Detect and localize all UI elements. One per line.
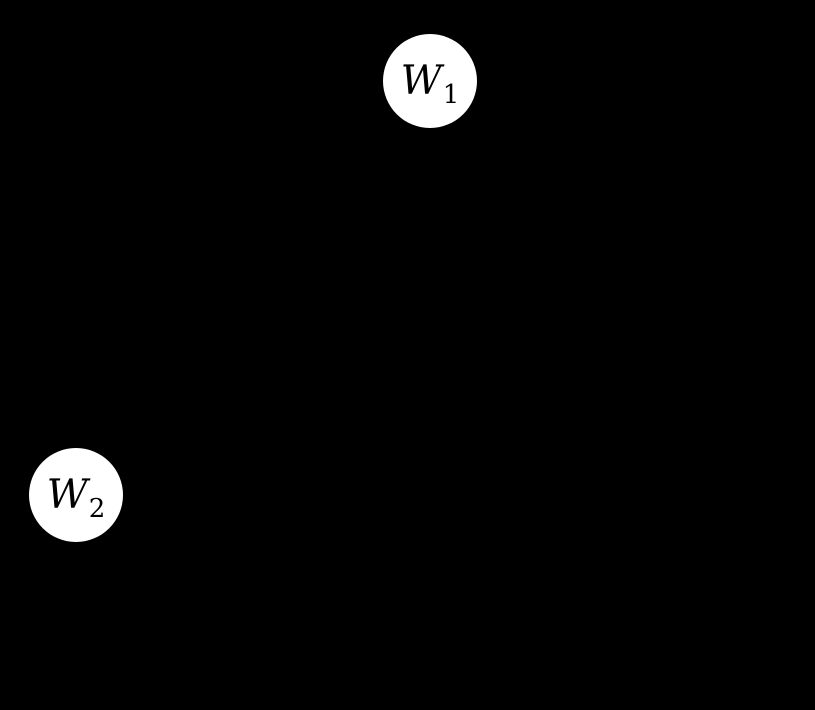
node-w2-label-subscript: 2 bbox=[88, 494, 106, 524]
node-w1-label-subscript: 1 bbox=[442, 80, 460, 110]
node-w1[interactable]: W 1 bbox=[383, 34, 477, 128]
node-w2[interactable]: W 2 bbox=[29, 448, 123, 542]
node-w1-label: W 1 bbox=[400, 58, 460, 108]
node-w2-label-base: W bbox=[46, 472, 88, 518]
node-w2-label: W 2 bbox=[46, 472, 106, 522]
node-w1-label-base: W bbox=[400, 58, 442, 104]
